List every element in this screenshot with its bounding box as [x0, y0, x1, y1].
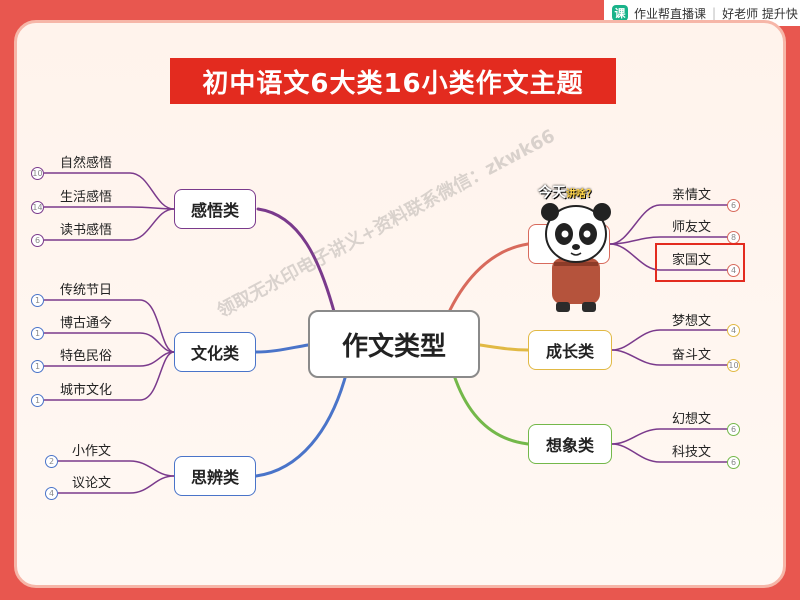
category-wenhua: 文化类: [174, 332, 256, 372]
leaf-count-badge: 1: [31, 294, 44, 307]
leaf-line-sibian-2: [58, 475, 175, 494]
leaf-count-badge: 14: [31, 201, 44, 214]
leaf-line-chengzhang-2: [611, 349, 733, 366]
leaf-mengxiang-wen: 梦想文: [672, 314, 712, 329]
leaf-line-wenhua-2: [44, 332, 175, 353]
brand-separator: |: [712, 6, 717, 20]
category-chengzhang: 成长类: [528, 330, 612, 370]
leaf-dushu-ganwu: 读书感悟: [60, 223, 113, 238]
leaf-line-chengzhang-1: [611, 329, 733, 351]
leaf-line-qinqing-1: [609, 204, 733, 245]
category-xiangxiang: 想象类: [528, 424, 612, 464]
leaf-line-ganwu-1: [44, 172, 175, 210]
leaf-huanxiang-wen: 幻想文: [672, 412, 712, 427]
leaf-count-badge: 4: [727, 264, 740, 277]
branch-line-sibian: [254, 376, 347, 478]
leaf-count-badge: 10: [31, 167, 44, 180]
leaf-line-ganwu-3: [44, 208, 175, 241]
leaf-yilun-wen: 议论文: [72, 476, 112, 491]
leaf-line-wenhua-1: [44, 299, 175, 353]
leaf-line-qinqing-2: [609, 236, 733, 245]
branch-line-wenhua: [254, 343, 310, 354]
branch-line-xiangxiang: [453, 376, 530, 446]
branch-line-ganwu: [256, 207, 337, 317]
leaf-shenghuo-ganwu: 生活感悟: [60, 190, 113, 205]
leaf-bogu-tongjin: 博古通今: [60, 316, 113, 331]
brand-logo-icon: 课: [612, 5, 628, 21]
leaf-count-badge: 6: [727, 423, 740, 436]
leaf-chengshi-wenhua: 城市文化: [60, 383, 113, 398]
leaf-keji-wen: 科技文: [672, 445, 712, 460]
panda-caption-main: 今天: [538, 185, 566, 201]
leaf-line-wenhua-4: [44, 351, 175, 401]
leaf-count-badge: 10: [727, 359, 740, 372]
leaf-count-badge: 4: [727, 324, 740, 337]
leaf-count-badge: 6: [727, 199, 740, 212]
leaf-line-ganwu-2: [44, 206, 175, 210]
brand-name: 作业帮直播课: [634, 6, 707, 21]
leaf-chuantong-jieri: 传统节日: [60, 283, 113, 298]
leaf-line-sibian-1: [58, 460, 175, 477]
leaf-ziran-ganwu: 自然感悟: [60, 156, 113, 171]
panda-caption: 今天讲啥？: [538, 182, 596, 202]
leaf-shiyou-wen: 师友文: [672, 220, 712, 235]
leaf-qinqing-wen: 亲情文: [672, 188, 712, 203]
branch-line-chengzhang: [478, 343, 530, 352]
leaf-line-wenhua-3: [44, 351, 175, 367]
highlight-box: [655, 243, 745, 282]
leaf-line-xiangxiang-2: [611, 443, 733, 463]
branch-line-qinqing: [448, 242, 530, 312]
category-ganwu: 感悟类: [174, 189, 256, 229]
panda-mascot-icon: [541, 203, 611, 312]
brand-slogan: 好老师 提升快: [722, 6, 798, 21]
leaf-count-badge: 1: [31, 360, 44, 373]
leaf-count-badge: 1: [31, 327, 44, 340]
leaf-count-badge: 2: [45, 455, 58, 468]
category-sibian: 思辨类: [174, 456, 256, 496]
leaf-count-badge: 6: [31, 234, 44, 247]
leaf-xiao-zuowen: 小作文: [72, 444, 112, 459]
leaf-count-badge: 6: [727, 456, 740, 469]
leaf-count-badge: 1: [31, 394, 44, 407]
leaf-count-badge: 4: [45, 487, 58, 500]
leaf-line-xiangxiang-1: [611, 428, 733, 445]
panda-caption-sub: 讲啥？: [566, 189, 596, 200]
leaf-jiaguo-wen: 家国文: [672, 253, 712, 268]
leaf-line-qinqing-3: [609, 243, 733, 271]
leaf-fendou-wen: 奋斗文: [672, 348, 712, 363]
mindmap-card: [14, 20, 786, 588]
center-node-essay-types: 作文类型: [308, 310, 480, 378]
page-title: 初中语文6大类16小类作文主题: [170, 58, 616, 104]
leaf-tese-minsu: 特色民俗: [60, 349, 113, 364]
